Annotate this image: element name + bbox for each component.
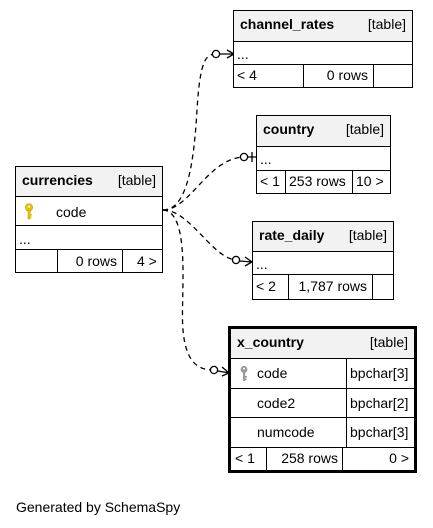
children-count[interactable]: 4 > [137,253,157,269]
row-count: 253 rows [289,173,346,189]
ellipsis-row: ... [257,146,390,170]
table-footer: < 4 0 rows [234,64,412,87]
table-footer: 0 rows 4 > [16,249,162,272]
key-icon [24,203,34,224]
column-name: code [56,204,87,220]
table-footer: < 1 258 rows 0 > [231,447,414,470]
parents-count[interactable]: < 2 [256,278,276,294]
column-name: numcode [257,424,315,440]
crowfoot-marker [239,256,254,267]
parents-count[interactable]: < 4 [237,67,257,83]
table-kind: [table] [367,16,406,32]
edge-end-circle [239,152,249,162]
row-count: 0 rows [326,67,368,83]
crowfoot-marker [220,49,236,59]
column-row[interactable]: code bpchar[3] [231,358,414,388]
table-header: country [table] [257,116,390,146]
table-name[interactable]: rate_daily [259,227,325,243]
column-type: bpchar[2] [350,395,409,411]
table-header: rate_daily [table] [253,222,393,251]
column-row[interactable]: numcode bpchar[3] [231,417,414,447]
parents-count[interactable]: < 1 [235,450,255,466]
table-name[interactable]: x_country [237,334,304,350]
ellipsis-row: ... [16,225,162,249]
parents-count[interactable]: < 1 [260,173,280,189]
crowfoot-marker [248,152,256,162]
table-name[interactable]: currencies [22,172,93,188]
row-count: 1,787 rows [298,278,367,294]
row-count: 258 rows [281,450,338,466]
ellipsis-row: ... [253,251,393,274]
edge-end-circle [211,49,221,59]
table-kind: [table] [345,121,384,137]
children-count[interactable]: 0 > [389,450,409,466]
table-header: currencies [table] [16,167,162,196]
column-name: code [257,365,288,381]
edge-currencies-rate-daily [162,209,237,261]
more-columns: ... [256,256,268,272]
table-header: x_country [table] [231,329,414,358]
table-kind: [table] [117,172,156,188]
key-icon [239,365,249,385]
table-kind: [table] [348,227,387,243]
table-currencies[interactable]: currencies [table] code ... 0 rows 4 > [15,166,163,273]
table-name[interactable]: country [263,121,315,137]
more-columns: ... [260,151,272,167]
table-header: channel_rates [table] [234,11,412,41]
column-name: code2 [257,395,296,411]
table-channel-rates[interactable]: channel_rates [table] ... < 4 0 rows [233,10,413,88]
column-type: bpchar[3] [350,424,409,440]
ellipsis-row: ... [234,41,412,64]
table-footer: < 2 1,787 rows [253,274,393,299]
edge-end-circle [209,365,219,375]
column-row[interactable]: code2 bpchar[2] [231,388,414,417]
column-row[interactable]: code [16,196,162,225]
table-footer: < 1 253 rows 10 > [257,170,390,193]
generated-by-footer: Generated by SchemaSpy [16,499,181,515]
table-country[interactable]: country [table] ... < 1 253 rows 10 > [256,115,391,194]
more-columns: ... [19,231,31,247]
edge-currencies-x-country [162,209,215,371]
column-type: bpchar[3] [350,365,409,381]
children-count[interactable]: 10 > [356,173,384,189]
more-columns: ... [237,46,249,62]
edge-end-circle [231,255,241,265]
table-x-country[interactable]: x_country [table] code bpchar[3] code2 b… [228,326,417,473]
table-kind: [table] [369,334,408,350]
edge-currencies-country [162,156,245,211]
table-rate-daily[interactable]: rate_daily [table] ... < 2 1,787 rows [252,221,394,300]
row-count: 0 rows [75,253,117,269]
table-name[interactable]: channel_rates [240,16,335,32]
edge-currencies-channel-rates [162,53,217,211]
